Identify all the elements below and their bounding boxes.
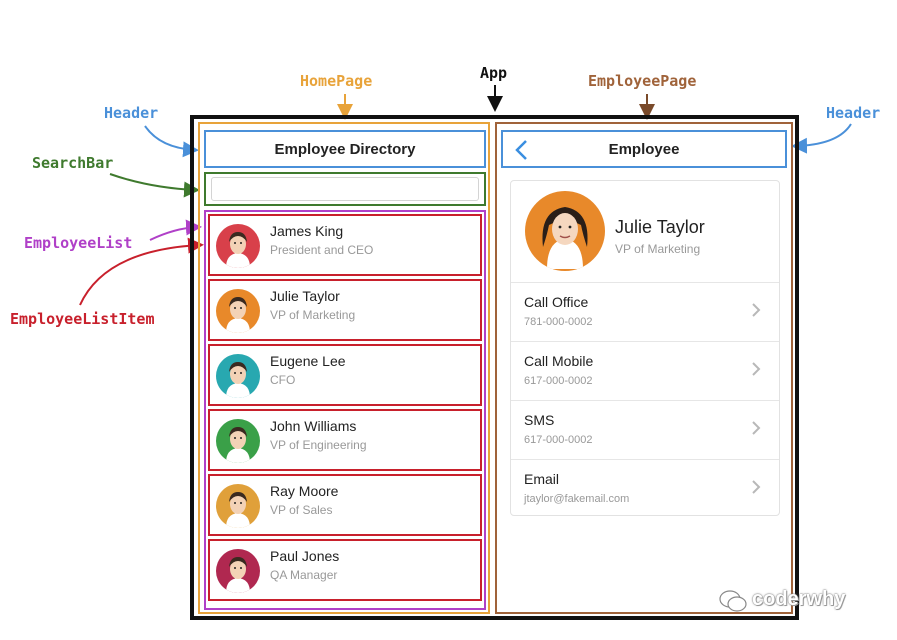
action-label: SMS [524,412,555,428]
employee-name: Ray Moore [270,483,339,499]
employeelist-label: EmployeeList [24,234,133,252]
action-row[interactable]: SMS 617-000-0002 [511,400,779,459]
action-value: jtaylor@fakemail.com [524,493,630,505]
action-label: Call Mobile [524,353,594,369]
avatar [216,354,260,398]
watermark-text: coderwhy [752,588,846,610]
employee-list-item[interactable]: Paul Jones QA Manager [208,539,482,601]
employee-title: VP of Marketing [615,242,701,256]
employee-name: Julie Taylor [615,217,705,237]
back-chevron-icon[interactable] [513,139,531,161]
chevron-right-icon [752,421,761,435]
action-value: 617-000-0002 [524,375,593,387]
employee-title: President and CEO [270,243,374,257]
portrait-icon [216,484,260,528]
portrait-icon [525,191,605,271]
employee-list-frame [204,210,486,610]
action-value: 617-000-0002 [524,434,593,446]
homepage-frame [198,122,490,614]
employee-list-item[interactable]: John Williams VP of Engineering [208,409,482,471]
home-header-title: Employee Directory [274,141,416,158]
employee-title: VP of Sales [270,503,333,517]
avatar [525,191,605,271]
employee-header-title: Employee [608,141,680,158]
chevron-right-icon [752,362,761,376]
portrait-icon [216,289,260,333]
employee-detail-card: Julie Taylor VP of Marketing Call Office… [510,180,780,516]
employee-title: CFO [270,373,296,387]
portrait-icon [216,354,260,398]
app-frame [190,115,799,620]
searchbar-frame [204,172,486,206]
action-row[interactable]: Call Mobile 617-000-0002 [511,341,779,400]
action-row[interactable]: Call Office 781-000-0002 [511,282,779,341]
employee-list-item[interactable]: Ray Moore VP of Sales [208,474,482,536]
action-value: 781-000-0002 [524,316,593,328]
action-label: Email [524,471,560,487]
chevron-right-icon [752,480,761,494]
avatar [216,484,260,528]
homepage-label: HomePage [300,72,373,90]
employeelistitem-label: EmployeeListItem [10,310,155,328]
employee-name: Paul Jones [270,548,340,564]
header-left-arrow [144,125,199,158]
action-label: Call Office [524,294,589,310]
avatar [216,224,260,268]
wechat-icon [719,590,747,612]
employee-name: Julie Taylor [270,288,340,304]
employee-header: Employee [501,130,787,168]
searchbar-arrow [109,173,200,198]
employeelist-arrow [149,219,202,241]
app-label: App [480,64,508,82]
chevron-right-icon [752,303,761,317]
avatar [216,549,260,593]
employee-name: John Williams [270,418,357,434]
employeepage-label: EmployeePage [588,72,697,90]
header-right-arrow [791,123,852,154]
header-right-label: Header [826,104,881,122]
watermark: coderwhy [718,586,878,616]
searchbar-label: SearchBar [32,154,114,172]
search-input[interactable] [211,177,479,201]
employee-title: VP of Engineering [270,438,367,452]
action-row[interactable]: Email jtaylor@fakemail.com [511,459,779,518]
employee-list-item[interactable]: Julie Taylor VP of Marketing [208,279,482,341]
avatar [216,289,260,333]
employee-title: VP of Marketing [270,308,356,322]
avatar [216,419,260,463]
portrait-icon [216,419,260,463]
home-header: Employee Directory [204,130,486,168]
header-left-label: Header [104,104,159,122]
employeepage-frame [495,122,793,614]
employee-title: QA Manager [270,568,338,582]
employee-name: Eugene Lee [270,353,346,369]
portrait-icon [216,549,260,593]
employee-name: James King [270,223,344,239]
employeelistitem-arrow [79,237,204,306]
portrait-icon [216,224,260,268]
